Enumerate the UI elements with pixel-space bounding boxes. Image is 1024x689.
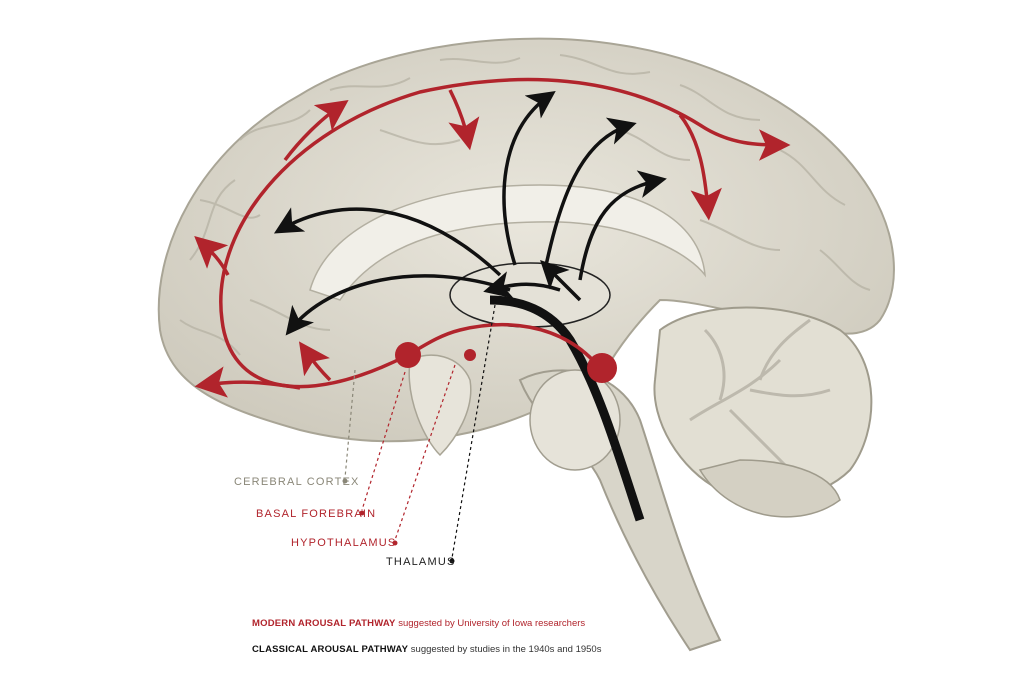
modern-branch-top-hook [448, 89, 480, 151]
legend-modern-key: MODERN AROUSAL PATHWAY [252, 618, 396, 629]
label-thalamus: THALAMUS [386, 556, 456, 568]
classical-arousal-pathway [273, 90, 667, 522]
modern-brainstem-to-forebrain [407, 322, 602, 370]
classical-arrow-thalamus-right [540, 260, 582, 302]
arbor-vitae [689, 318, 831, 472]
label-basal-forebrain: BASAL FOREBRAIN [256, 508, 377, 520]
basal-forebrain-leader [361, 371, 406, 511]
classical-arrow-superior-right [543, 117, 637, 271]
thalamus-structure [449, 262, 611, 328]
thalamus-leader [451, 304, 496, 559]
modern-branch-small-up [298, 341, 332, 382]
label-leaders [344, 304, 496, 559]
label-cerebral-cortex: CEREBRAL CORTEX [234, 476, 360, 488]
classical-arrow-frontal-low [285, 274, 511, 336]
legend-classical-key: CLASSICAL AROUSAL PATHWAY [252, 644, 409, 655]
modern-branch-upper-left [283, 99, 349, 162]
label-hypothalamus: HYPOTHALAMUS [291, 537, 397, 549]
legend-modern-pathway: MODERN AROUSAL PATHWAY suggested by Univ… [252, 618, 585, 629]
classical-arrow-superior-left [502, 90, 556, 266]
hypothalamus-node [464, 349, 476, 361]
basal-forebrain-node [395, 342, 421, 368]
cerebellum-lower-lobe [698, 459, 841, 518]
brainstem-node [587, 353, 617, 383]
modern-arc-outer [219, 77, 791, 389]
hypothalamus-leader [394, 364, 456, 541]
hypothalamus-region [408, 354, 472, 457]
modern-arousal-pathway [194, 77, 791, 398]
modern-branch-back-down [678, 113, 722, 221]
legend-classical-pathway: CLASSICAL AROUSAL PATHWAY suggested by s… [252, 644, 601, 655]
leader-dots [342, 478, 455, 564]
cerebellum [653, 306, 873, 502]
modern-branch-left-lower [194, 366, 301, 398]
classical-arrow-posterior [578, 170, 667, 281]
cortex-leader [344, 369, 356, 479]
classical-arrow-frontal-high [273, 207, 502, 277]
classical-trunk [489, 295, 645, 522]
legend-modern-description: suggested by University of Iowa research… [398, 618, 586, 629]
corpus-callosum [309, 184, 706, 301]
modern-branch-left-upper [194, 235, 230, 276]
cerebrum [157, 37, 895, 443]
legend-classical-description: suggested by studies in the 1940s and 19… [410, 644, 602, 655]
